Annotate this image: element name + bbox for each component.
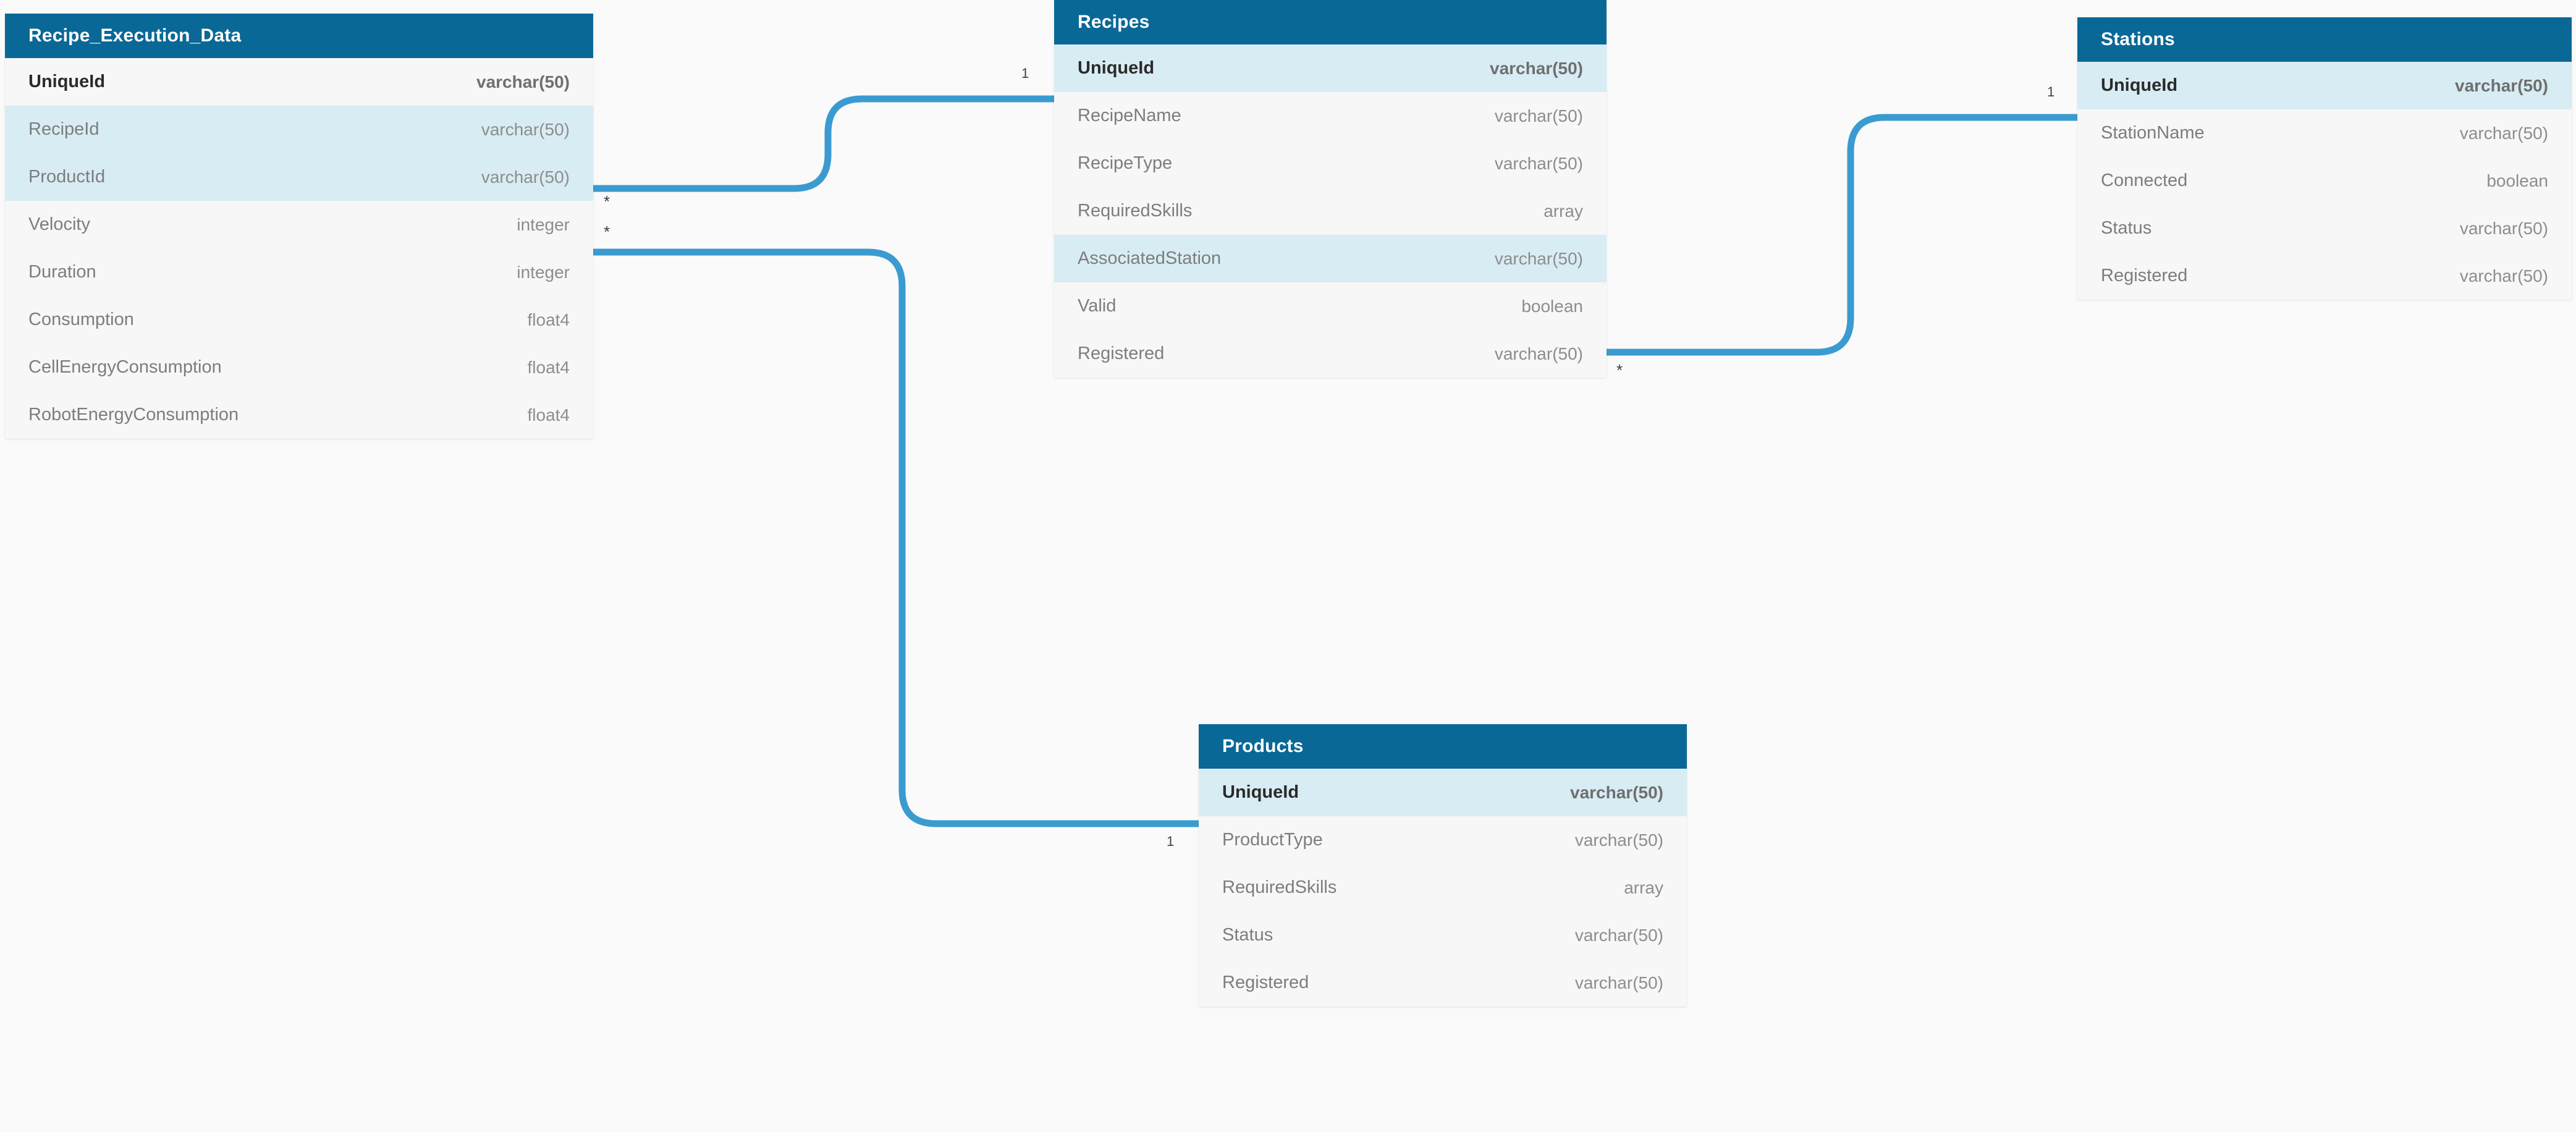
column-type: varchar(50): [1574, 973, 1663, 992]
cardinality-label: *: [604, 192, 610, 211]
entity-title: Recipe_Execution_Data: [5, 14, 593, 58]
cardinality-label: 1: [1167, 834, 1175, 849]
entity-column-row[interactable]: Registered varchar(50): [2077, 252, 2572, 300]
column-name: UniqueId: [1078, 58, 1155, 78]
column-type: varchar(50): [1494, 153, 1583, 173]
column-type: varchar(50): [2459, 266, 2548, 285]
column-type: varchar(50): [2455, 75, 2548, 95]
entity-column-list: UniqueId varchar(50) RecipeName varchar(50)…: [1054, 44, 1607, 378]
cardinality-label: 1: [2047, 84, 2055, 99]
column-name: UniqueId: [1222, 782, 1299, 802]
column-name: Registered: [1222, 973, 1309, 992]
entity-column-row[interactable]: UniqueId varchar(50): [1199, 769, 1687, 816]
column-type: float4: [527, 310, 570, 329]
entity-column-row[interactable]: Valid boolean: [1054, 282, 1607, 330]
column-type: float4: [527, 357, 570, 377]
column-type: array: [1624, 877, 1663, 897]
entity-column-row[interactable]: RecipeType varchar(50): [1054, 140, 1607, 187]
column-name: RecipeName: [1078, 106, 1181, 125]
entity-column-row[interactable]: Velocity integer: [5, 201, 593, 248]
entity-column-row[interactable]: Registered varchar(50): [1199, 959, 1687, 1007]
cardinality-label: *: [604, 222, 610, 241]
entity-column-row[interactable]: ProductType varchar(50): [1199, 816, 1687, 864]
column-type: varchar(50): [481, 167, 570, 187]
column-name: UniqueId: [2101, 75, 2178, 95]
entity-title: Products: [1199, 724, 1687, 769]
entity-column-row[interactable]: RequiredSkills array: [1054, 187, 1607, 235]
column-type: varchar(50): [476, 72, 570, 91]
column-name: RequiredSkills: [1078, 201, 1193, 221]
entity-column-row[interactable]: Duration integer: [5, 248, 593, 296]
column-type: boolean: [2486, 171, 2548, 190]
relationship-line: [1607, 114, 2077, 356]
entity-column-row[interactable]: ProductId varchar(50): [5, 153, 593, 201]
entity-column-row[interactable]: Registered varchar(50): [1054, 330, 1607, 378]
cardinality-label: *: [1616, 361, 1623, 379]
column-type: varchar(50): [1490, 58, 1583, 78]
entity-title: Stations: [2077, 17, 2572, 62]
column-name: ProductId: [28, 167, 106, 187]
column-name: RecipeType: [1078, 153, 1173, 173]
column-name: StationName: [2101, 123, 2205, 143]
entity-column-row[interactable]: RecipeName varchar(50): [1054, 92, 1607, 140]
column-name: Registered: [1078, 344, 1165, 363]
column-type: integer: [517, 214, 570, 234]
column-type: varchar(50): [481, 119, 570, 139]
entity-column-row[interactable]: Status varchar(50): [2077, 205, 2572, 252]
entity-column-row[interactable]: Status varchar(50): [1199, 911, 1687, 959]
column-name: Velocity: [28, 214, 90, 234]
entity-column-row[interactable]: StationName varchar(50): [2077, 109, 2572, 157]
column-type: varchar(50): [1570, 782, 1663, 802]
column-name: Status: [2101, 218, 2152, 238]
column-name: Connected: [2101, 171, 2188, 190]
cardinality-label: 1: [1021, 65, 1029, 81]
column-name: Valid: [1078, 296, 1117, 316]
entity-column-row[interactable]: UniqueId varchar(50): [5, 58, 593, 106]
column-name: ProductType: [1222, 830, 1323, 850]
column-type: integer: [517, 262, 570, 282]
entity-column-list: UniqueId varchar(50) ProductType varchar(50…: [1199, 769, 1687, 1007]
column-name: RequiredSkills: [1222, 877, 1337, 897]
column-name: UniqueId: [28, 72, 106, 91]
column-type: varchar(50): [1574, 830, 1663, 850]
entity-column-row[interactable]: Consumption float4: [5, 296, 593, 344]
column-name: RobotEnergyConsumption: [28, 405, 239, 425]
column-type: varchar(50): [1494, 106, 1583, 125]
entity-column-row[interactable]: RecipeId varchar(50): [5, 106, 593, 153]
column-name: Duration: [28, 262, 96, 282]
column-name: CellEnergyConsumption: [28, 357, 222, 377]
column-name: Consumption: [28, 310, 134, 329]
relationship-line: [593, 95, 1054, 192]
entity-column-list: UniqueId varchar(50) StationName varchar(50…: [2077, 62, 2572, 300]
column-type: varchar(50): [2459, 123, 2548, 143]
entity-title: Recipes: [1054, 0, 1607, 44]
column-type: varchar(50): [1494, 344, 1583, 363]
entity-column-row[interactable]: Connected boolean: [2077, 157, 2572, 205]
column-type: varchar(50): [2459, 218, 2548, 238]
column-type: boolean: [1521, 296, 1583, 316]
column-name: Registered: [2101, 266, 2188, 285]
column-name: Status: [1222, 925, 1273, 945]
column-name: AssociatedStation: [1078, 248, 1222, 268]
column-type: float4: [527, 405, 570, 425]
entity-column-row[interactable]: CellEnergyConsumption float4: [5, 344, 593, 391]
entity-column-row[interactable]: RobotEnergyConsumption float4: [5, 391, 593, 439]
entity-column-row[interactable]: UniqueId varchar(50): [1054, 44, 1607, 92]
entity-column-row[interactable]: AssociatedStation varchar(50): [1054, 235, 1607, 282]
entity-column-row[interactable]: UniqueId varchar(50): [2077, 62, 2572, 109]
column-type: varchar(50): [1574, 925, 1663, 945]
column-name: RecipeId: [28, 119, 99, 139]
entity-column-row[interactable]: RequiredSkills array: [1199, 864, 1687, 911]
column-type: array: [1543, 201, 1583, 221]
column-type: varchar(50): [1494, 248, 1583, 268]
